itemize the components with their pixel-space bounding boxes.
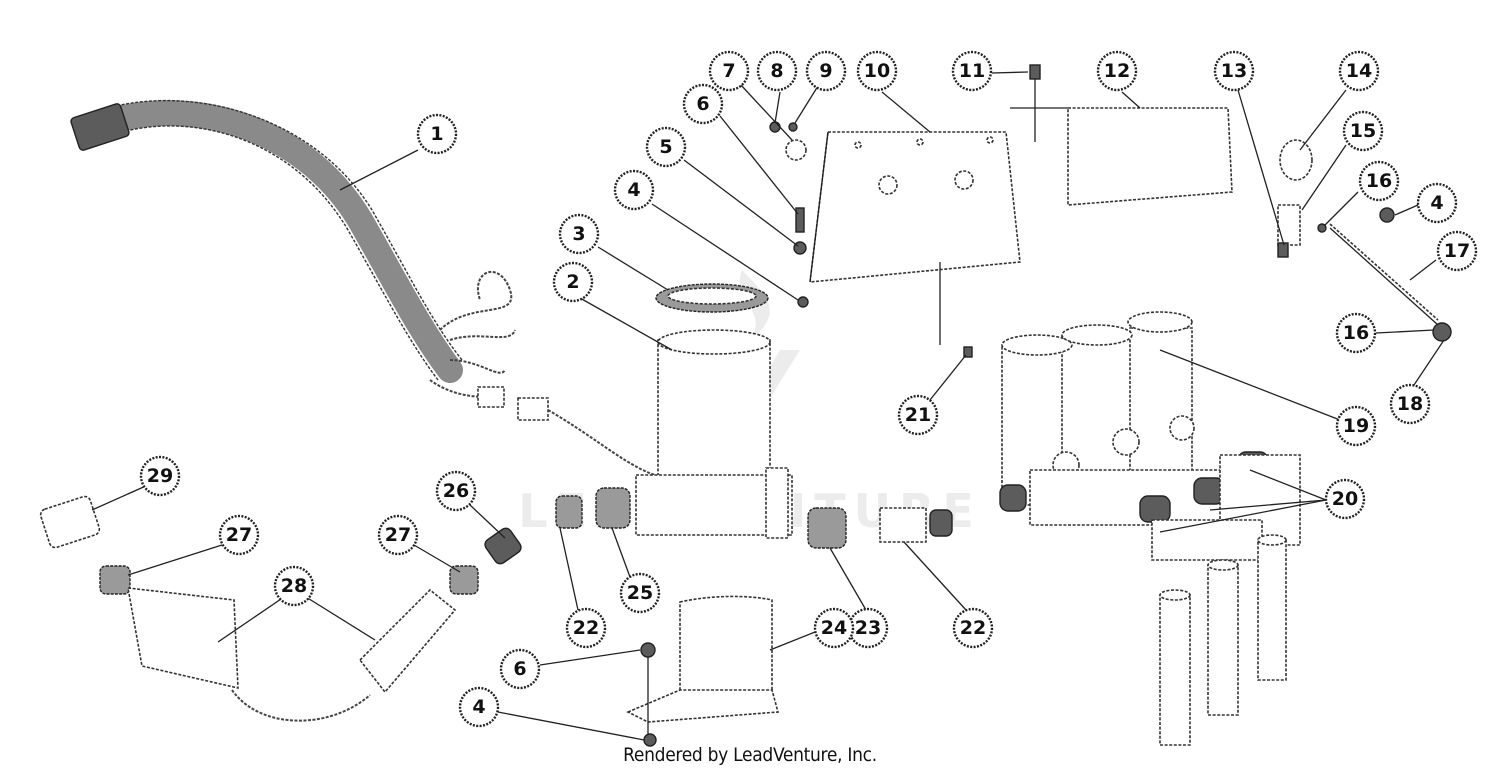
callout-21: 21 bbox=[897, 394, 939, 436]
part-10-mounting-bracket bbox=[809, 131, 1021, 283]
part-21-screw bbox=[963, 346, 973, 358]
svg-text:16: 16 bbox=[1343, 322, 1369, 344]
svg-text:27: 27 bbox=[226, 524, 252, 546]
svg-text:18: 18 bbox=[1397, 393, 1423, 415]
svg-text:24: 24 bbox=[821, 617, 847, 639]
svg-text:14: 14 bbox=[1346, 60, 1372, 82]
callout-25: 25 bbox=[619, 572, 661, 614]
svg-text:15: 15 bbox=[1350, 120, 1376, 142]
callout-12: 12 bbox=[1096, 50, 1138, 92]
callout-14: 14 bbox=[1338, 50, 1380, 92]
svg-text:12: 12 bbox=[1104, 60, 1130, 82]
part-2-pump-motor bbox=[635, 329, 793, 539]
callout-16b: 16 bbox=[1335, 312, 1377, 354]
callout-4b: 4 bbox=[1416, 182, 1458, 224]
callout-5: 5 bbox=[645, 126, 687, 168]
svg-text:22: 22 bbox=[960, 617, 986, 639]
part-19-valve-bank bbox=[999, 311, 1231, 526]
part-1-wire-harness bbox=[70, 99, 666, 479]
part-20-fittings bbox=[1139, 451, 1301, 746]
svg-text:10: 10 bbox=[864, 60, 890, 82]
callout-16a: 16 bbox=[1358, 160, 1400, 202]
callout-17: 17 bbox=[1436, 230, 1478, 272]
callout-4c: 4 bbox=[458, 686, 500, 728]
svg-text:23: 23 bbox=[855, 617, 881, 639]
callout-27a: 27 bbox=[377, 514, 419, 556]
svg-text:22: 22 bbox=[573, 617, 599, 639]
callout-3: 3 bbox=[558, 213, 600, 255]
svg-text:27: 27 bbox=[385, 524, 411, 546]
callout-9: 9 bbox=[805, 50, 847, 92]
leader-lines bbox=[91, 71, 1445, 741]
callout-24: 24 bbox=[813, 607, 855, 649]
callout-13: 13 bbox=[1213, 50, 1255, 92]
callout-6b: 6 bbox=[499, 648, 541, 690]
callout-7: 7 bbox=[708, 50, 750, 92]
svg-text:28: 28 bbox=[281, 575, 307, 597]
callout-2: 2 bbox=[552, 261, 594, 303]
svg-text:6: 6 bbox=[696, 93, 709, 115]
callout-15: 15 bbox=[1342, 110, 1384, 152]
callout-28: 28 bbox=[273, 565, 315, 607]
svg-text:5: 5 bbox=[659, 136, 672, 158]
svg-text:13: 13 bbox=[1221, 60, 1247, 82]
part-22-25-fittings bbox=[555, 487, 953, 549]
callout-4: 4 bbox=[613, 169, 655, 211]
callout-20: 20 bbox=[1324, 478, 1366, 520]
svg-text:17: 17 bbox=[1444, 240, 1470, 262]
svg-text:1: 1 bbox=[430, 123, 443, 145]
svg-text:3: 3 bbox=[572, 223, 585, 245]
callout-10: 10 bbox=[856, 50, 898, 92]
callout-1: 1 bbox=[416, 113, 458, 155]
callout-29: 29 bbox=[139, 455, 181, 497]
part-12-plate bbox=[1010, 107, 1233, 206]
callout-18: 18 bbox=[1389, 383, 1431, 425]
svg-text:20: 20 bbox=[1332, 488, 1358, 510]
svg-text:4: 4 bbox=[472, 696, 485, 718]
svg-text:8: 8 bbox=[770, 60, 783, 82]
callout-27b: 27 bbox=[218, 514, 260, 556]
part-26-29-assembly bbox=[39, 495, 522, 722]
svg-text:4: 4 bbox=[627, 179, 640, 201]
svg-text:6: 6 bbox=[513, 658, 526, 680]
svg-text:7: 7 bbox=[722, 60, 735, 82]
callout-19: 19 bbox=[1335, 405, 1377, 447]
svg-text:11: 11 bbox=[959, 60, 985, 82]
svg-text:21: 21 bbox=[905, 404, 931, 426]
svg-text:29: 29 bbox=[147, 465, 173, 487]
callout-22b: 22 bbox=[952, 607, 994, 649]
svg-text:16: 16 bbox=[1366, 170, 1392, 192]
part-24-bracket bbox=[626, 595, 780, 747]
svg-text:19: 19 bbox=[1343, 415, 1369, 437]
svg-text:26: 26 bbox=[443, 480, 469, 502]
callout-23: 23 bbox=[847, 607, 889, 649]
callout-22a: 22 bbox=[565, 607, 607, 649]
callout-11: 11 bbox=[951, 50, 993, 92]
svg-text:9: 9 bbox=[819, 60, 832, 82]
svg-text:2: 2 bbox=[566, 271, 579, 293]
callout-6: 6 bbox=[682, 83, 724, 125]
part-3-hose-clamp bbox=[655, 283, 769, 313]
callout-26: 26 bbox=[435, 470, 477, 512]
svg-text:4: 4 bbox=[1430, 192, 1443, 214]
credit-line: Rendered by LeadVenture, Inc. bbox=[623, 744, 877, 766]
callout-8: 8 bbox=[756, 50, 798, 92]
svg-text:25: 25 bbox=[627, 582, 653, 604]
